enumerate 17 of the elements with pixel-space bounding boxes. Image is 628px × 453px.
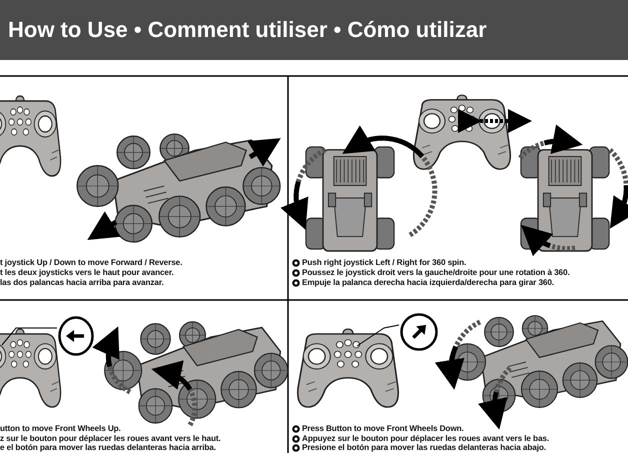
instruction-text: Presione el botón para mover las ruedas delanteras hacia abajo. <box>302 443 546 453</box>
instruction-text: Empuje la palanca derecha hacia izquierda/derecha para girar 360. <box>302 278 554 288</box>
instruction-text: las dos palancas hacia arriba para avanzar. <box>0 278 164 288</box>
instruction-text: t joystick Up / Down to move Forward / Reverse. <box>0 258 182 268</box>
leader-line <box>2 328 58 346</box>
title-banner: How to Use • Comment utiliser • Cómo utilizar <box>0 0 628 60</box>
instruction-text: e el botón para mover las ruedas delanteras hacia arriba. <box>0 443 216 453</box>
instruction-text: Poussez le joystick droit vers la gauche/droite pour une rotation à 360. <box>302 268 570 278</box>
leader-line <box>356 324 400 346</box>
instruction-text: z sur le bouton pour déplacer les roues avant vers le haut. <box>0 434 221 444</box>
instruction-text: Appuyez sur le bouton pour déplacer les roues avant vers le bas. <box>302 434 550 444</box>
instruction-text: t les deux joysticks vers le haut pour avancer. <box>0 268 174 278</box>
instruction-text: Press Button to move Front Wheels Down. <box>302 424 464 434</box>
arrow-button-icon <box>400 313 438 351</box>
instruction-text: utton to move Front Wheels Up. <box>0 424 121 434</box>
arrow-button-icon <box>58 316 94 356</box>
instruction-text: Push right joystick Left / Right for 360 spin. <box>302 258 466 268</box>
